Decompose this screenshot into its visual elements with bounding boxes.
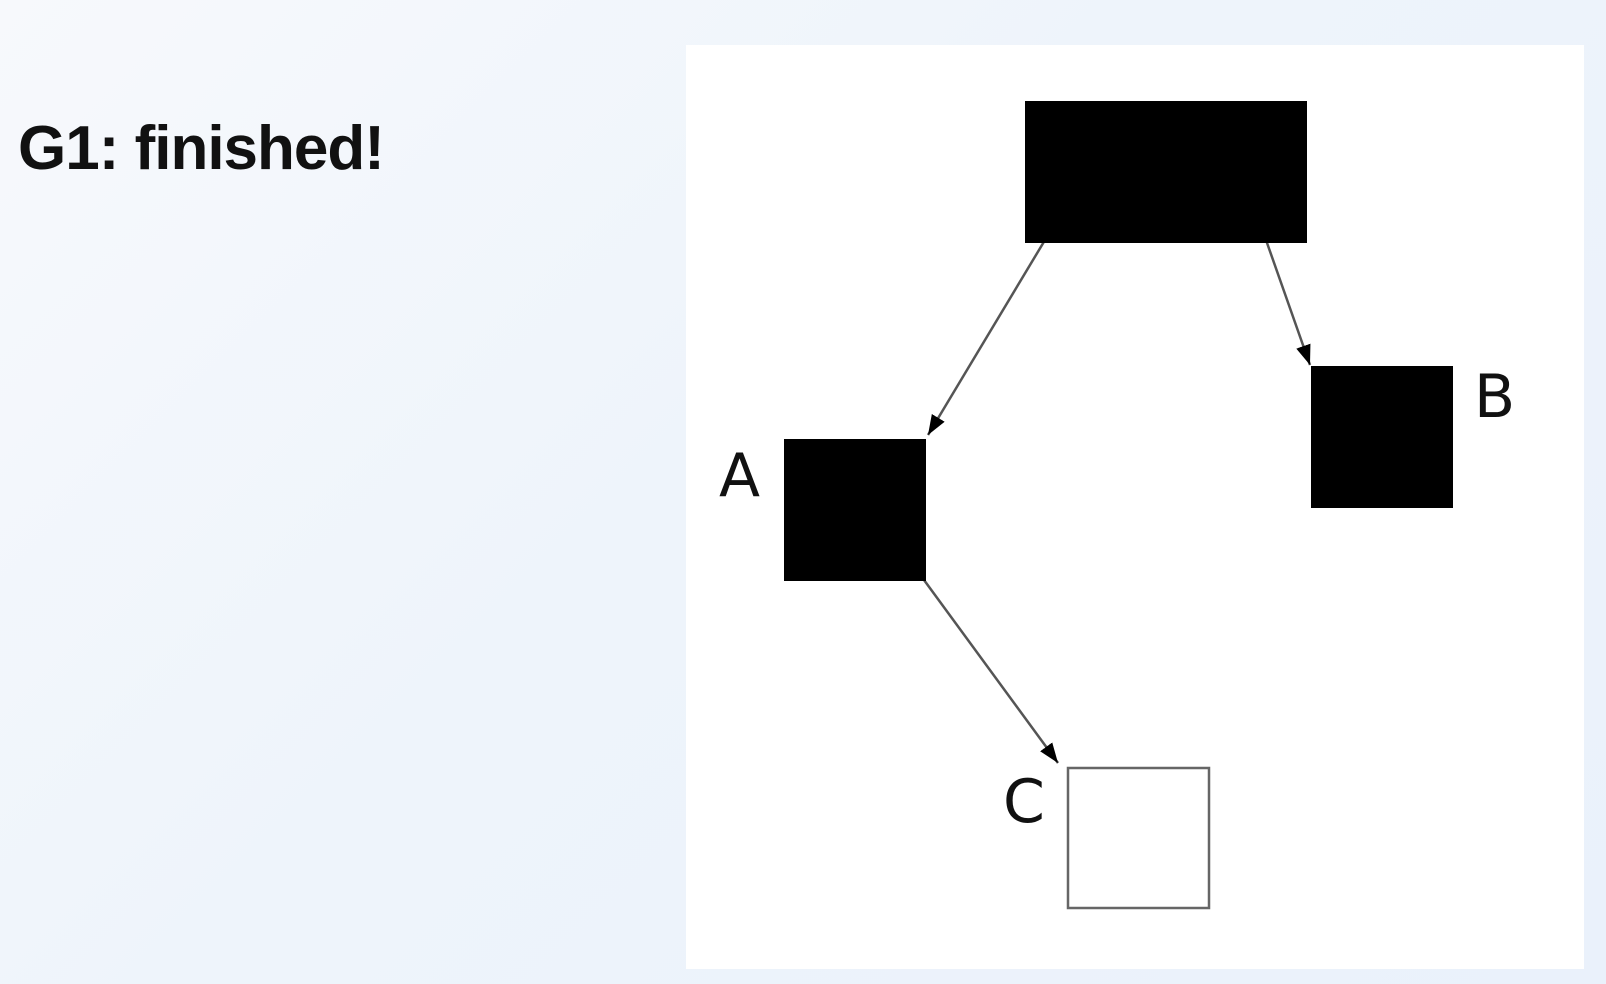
edge-a-to-c (922, 579, 1060, 764)
node-label-c: C (1003, 767, 1045, 837)
node-c (1066, 766, 1211, 910)
slide-title: G1: finished! (18, 114, 385, 183)
edge-root-to-a (926, 239, 1047, 436)
node-root (1025, 101, 1307, 243)
node-label-b: B (1474, 362, 1515, 432)
node-a (784, 439, 926, 581)
graph-diagram: A B C (719, 101, 1515, 910)
graph-diagram-panel: A B C (686, 45, 1584, 969)
edge-root-to-b (1264, 239, 1312, 366)
node-b (1311, 366, 1453, 508)
node-label-a: A (719, 441, 760, 511)
